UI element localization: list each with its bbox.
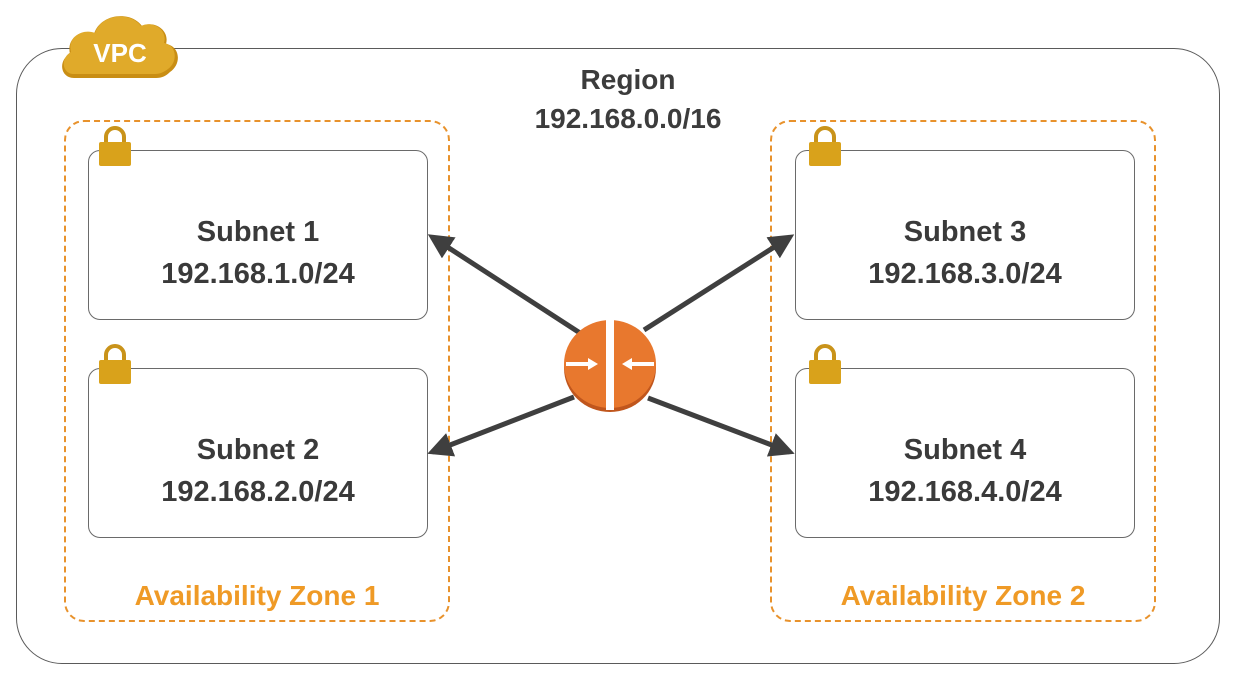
subnet-3-cidr: 192.168.3.0/24: [868, 258, 1062, 290]
subnet-4-name: Subnet 4: [903, 434, 1027, 466]
subnet-2-name: Subnet 2: [196, 434, 320, 466]
vpc-boundary: [16, 48, 1220, 664]
subnet-1-cidr: 192.168.1.0/24: [161, 258, 355, 290]
subnet-1[interactable]: Subnet 1 192.168.1.0/24: [88, 150, 428, 320]
subnet-3-lock-icon: [809, 126, 841, 166]
subnet-2[interactable]: Subnet 2 192.168.2.0/24: [88, 368, 428, 538]
subnet-2-cidr: 192.168.2.0/24: [161, 476, 355, 508]
arrow-to-subnet-2: [427, 394, 575, 457]
subnet-3[interactable]: Subnet 3 192.168.3.0/24: [795, 150, 1135, 320]
subnet-4-cidr: 192.168.4.0/24: [868, 476, 1062, 508]
subnet-1-name: Subnet 1: [196, 216, 320, 248]
router-icon[interactable]: [560, 316, 660, 414]
region-cidr: 192.168.0.0/16: [534, 103, 722, 134]
arrow-to-subnet-3: [642, 234, 795, 333]
subnet-4[interactable]: Subnet 4 192.168.4.0/24: [795, 368, 1135, 538]
region-title: Region: [580, 64, 676, 95]
subnet-1-lock-icon: [99, 126, 131, 166]
arrow-to-subnet-1: [427, 234, 582, 336]
subnet-3-name: Subnet 3: [903, 216, 1027, 248]
vpc-badge-label: VPC: [93, 38, 147, 68]
availability-zone-2-label: Availability Zone 2: [840, 580, 1086, 611]
subnet-4-lock-icon: [809, 344, 841, 384]
availability-zone-1: Availability Zone 1: [64, 120, 450, 622]
availability-zone-2: Availability Zone 2: [770, 120, 1156, 622]
availability-zone-1-label: Availability Zone 1: [134, 580, 380, 611]
arrow-to-subnet-4: [647, 395, 795, 457]
subnet-2-lock-icon: [99, 344, 131, 384]
vpc-cloud-icon: VPC: [62, 16, 178, 79]
region-header: Region 192.168.0.0/16: [500, 60, 756, 138]
